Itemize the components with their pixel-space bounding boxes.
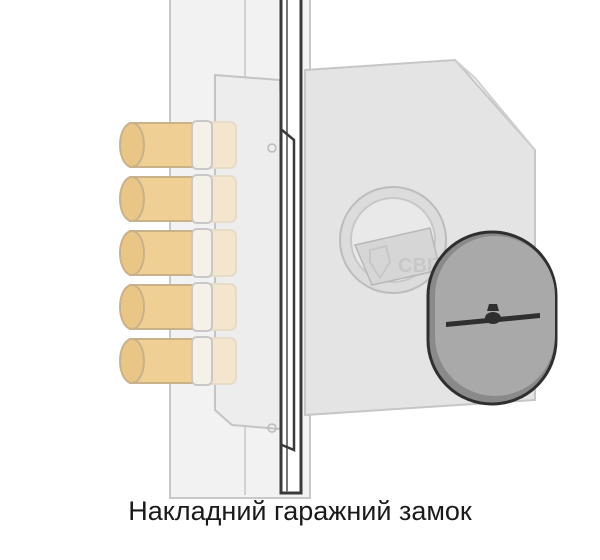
keyhole-icon — [446, 304, 540, 327]
lock-body-edge — [454, 59, 536, 151]
bolt — [119, 282, 213, 332]
shield-logo-icon — [369, 244, 392, 280]
garage-lock-illustration: СВІТ ЗАМКІВ — [119, 0, 558, 499]
strike-plate-outline — [281, 129, 296, 452]
bolts — [119, 120, 213, 386]
plate-screw-bottom — [267, 423, 277, 433]
caption: Накладний гаражний замок — [128, 496, 472, 526]
bolt — [119, 228, 213, 278]
door-edge-bar — [279, 0, 303, 495]
plate-screw-top — [267, 143, 277, 153]
bolt — [119, 120, 213, 170]
bolt — [119, 336, 213, 386]
bolt — [119, 174, 213, 224]
